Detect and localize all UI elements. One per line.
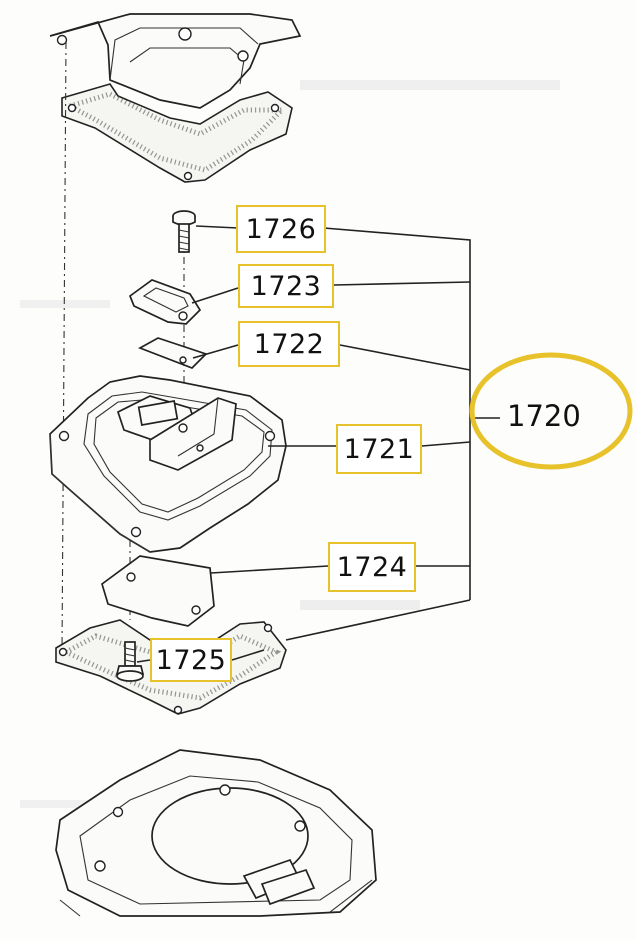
- cover-gasket: [101, 555, 215, 627]
- callout-1725: 1725: [150, 638, 232, 682]
- breather-gasket: [137, 337, 208, 369]
- callout-1723: 1723: [238, 264, 334, 308]
- callout-1724: 1724: [328, 542, 416, 592]
- rocker-cover: [49, 13, 302, 109]
- background-print: [20, 80, 560, 808]
- guide-line-left: [61, 41, 67, 651]
- bolt-bottom: [115, 641, 145, 682]
- upper-gasket: [61, 83, 293, 183]
- assembly-highlight-circle: [469, 352, 633, 470]
- leader-lines: [136, 225, 336, 663]
- callout-1721: 1721: [336, 424, 422, 474]
- assembly-number: 1720: [507, 399, 581, 433]
- callout-1722: 1722: [238, 321, 340, 367]
- breather-plate: [128, 279, 202, 325]
- cylinder-head: [55, 749, 377, 917]
- valve-cover: [49, 375, 287, 553]
- callout-1726: 1726: [236, 205, 326, 253]
- assembly-bracket: [285, 227, 500, 641]
- bolt-top: [172, 210, 196, 253]
